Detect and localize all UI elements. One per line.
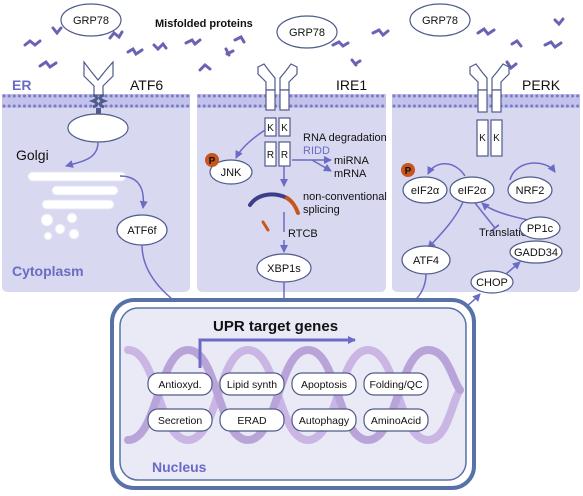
eif2a-phospho-icon xyxy=(401,163,415,177)
gene-box xyxy=(291,408,357,432)
grp78-bubble-atf6 xyxy=(60,3,122,37)
perk-label: PERK xyxy=(522,77,561,93)
eif2a-p-bubble xyxy=(402,176,448,204)
xbp1s-label: XBP1s xyxy=(267,263,301,275)
upr-target-genes-title: UPR target genes xyxy=(213,318,338,335)
pp1c-bubble xyxy=(519,216,561,240)
ire1-kinase-label-right: K xyxy=(281,123,288,134)
ire1-kinase-label-left: K xyxy=(267,123,274,134)
ridd-mrna-arrow xyxy=(311,159,332,172)
dna-helix xyxy=(124,345,464,445)
jnk-label: JNK xyxy=(221,167,242,179)
ire1-to-jnk-arrow xyxy=(235,129,266,159)
eif2a-bubble xyxy=(449,176,495,204)
rna-degradation-label: RNA degradation xyxy=(303,132,387,144)
splicing-label-line1: non-conventional xyxy=(303,191,387,203)
translation-label: Translation xyxy=(479,227,533,239)
gene-box-label: ERAD xyxy=(237,415,267,427)
rtcb-label: RTCB xyxy=(288,228,318,240)
ire1-rnase-label-right: R xyxy=(281,150,288,161)
gene-box-label: Apoptosis xyxy=(301,379,347,391)
perk-kinase-label-left: K xyxy=(479,133,486,144)
perk-receptor xyxy=(469,63,510,157)
misfolded-proteins-label: Misfolded proteins xyxy=(155,18,253,30)
gene-transcription-arrow xyxy=(198,336,356,368)
cytoplasm-label: Cytoplasm xyxy=(12,263,84,279)
eif2a-to-atf4-arrow xyxy=(427,201,464,249)
grp78-label-ire1: GRP78 xyxy=(289,27,325,39)
chop-bubble xyxy=(470,270,514,294)
perk-to-nrf2-arrow xyxy=(509,162,556,181)
nrf2-bubble xyxy=(507,176,553,204)
splicing-label-line2: splicing xyxy=(303,204,340,216)
ire1-receptor xyxy=(257,63,298,167)
xbp1-mrna-icon xyxy=(248,192,289,207)
gadd34-label: GADD34 xyxy=(514,247,558,259)
mrna-label: mRNA xyxy=(334,168,367,180)
atf6-to-golgi-arrow xyxy=(65,141,99,168)
rtcb-ligation-icon xyxy=(261,220,270,232)
gene-box-label: AminoAcid xyxy=(371,415,421,427)
pp1c-to-eif2a-arrow xyxy=(481,202,529,221)
atf6-label: ATF6 xyxy=(130,77,163,93)
gene-box xyxy=(219,408,285,432)
chop-to-gadd34-arrow xyxy=(505,261,521,275)
grp78-label-perk: GRP78 xyxy=(422,15,458,27)
grp78-bubble-perk xyxy=(409,3,471,37)
golgi-stack xyxy=(27,171,127,241)
atf6-receptor xyxy=(67,60,129,143)
ire1-panel xyxy=(197,94,386,292)
atf4-label: ATF4 xyxy=(413,255,439,267)
eif2a-phospho-label: P xyxy=(405,166,412,177)
jnk-phospho-label: P xyxy=(209,156,216,167)
gene-box-label: Folding/QC xyxy=(369,379,423,391)
eif2a-p-label: eIF2α xyxy=(411,185,440,197)
ire1-rnase-label-left: R xyxy=(267,150,274,161)
gene-box-label: Antioxyd. xyxy=(158,379,201,391)
gene-box-label: Secretion xyxy=(158,415,203,427)
gene-box xyxy=(219,372,285,396)
er-label: ER xyxy=(12,77,31,93)
eif2a-label: eIF2α xyxy=(458,185,487,197)
gene-box xyxy=(147,408,213,432)
misfolded-protein-icons xyxy=(23,17,565,72)
jnk-bubble xyxy=(209,159,253,185)
translation-inhibit-line xyxy=(474,202,500,232)
chop-label: CHOP xyxy=(476,277,508,289)
grp78-bubble-ire1 xyxy=(276,15,338,49)
gene-box xyxy=(147,372,213,396)
nrf2-label: NRF2 xyxy=(516,185,545,197)
atf6f-label: ATF6f xyxy=(127,225,157,237)
xbp1-intron-icon xyxy=(285,196,300,215)
perk-kinase-label-right: K xyxy=(493,133,500,144)
mirna-label: miRNA xyxy=(334,155,369,167)
golgi-label: Golgi xyxy=(16,147,49,163)
ridd-label: RIDD xyxy=(303,145,330,157)
gene-boxes: Antioxyd. Lipid synth Apoptosis Folding/QC S… xyxy=(147,372,429,432)
gene-box-label: Autophagy xyxy=(299,415,350,427)
gene-box xyxy=(363,372,429,396)
jnk-phospho-icon xyxy=(205,153,219,167)
perk-phosphorylates-eif2a-arrow xyxy=(427,163,466,177)
gadd34-bubble xyxy=(509,240,563,264)
nucleus-label: Nucleus xyxy=(152,459,207,475)
pp1c-label: PP1c xyxy=(527,223,554,235)
gene-box xyxy=(363,408,429,432)
grp78-label-atf6: GRP78 xyxy=(73,15,109,27)
gene-box-label: Lipid synth xyxy=(227,379,277,391)
ire1-label: IRE1 xyxy=(336,77,367,93)
gene-box xyxy=(291,372,357,396)
golgi-to-atf6f-arrow xyxy=(119,175,148,209)
